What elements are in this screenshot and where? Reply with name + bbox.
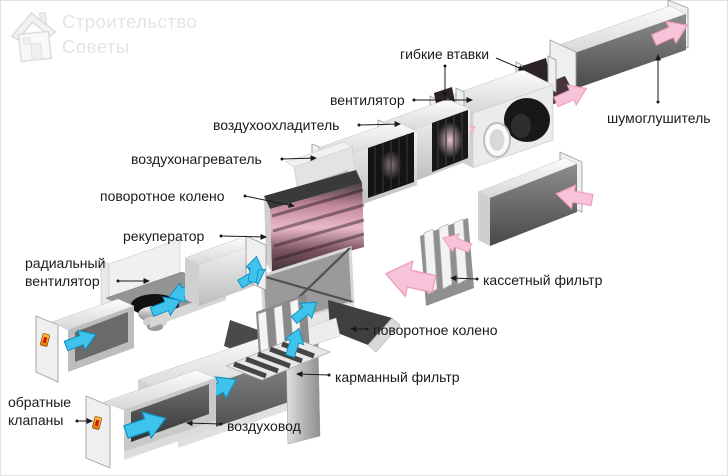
label-recuperator: рекуператор	[123, 228, 205, 244]
mid-duct-end-face	[185, 258, 199, 306]
insert-flange	[547, 55, 557, 93]
heater-grille-slats	[374, 134, 408, 195]
leader-pocket-filter	[296, 371, 331, 378]
leader-cassette-filter	[450, 275, 479, 282]
leader-lines	[75, 54, 661, 427]
check-valve-duct-bottom	[85, 369, 217, 469]
label-air-cooler: воздухоохладитель	[213, 117, 339, 133]
label-air-heater: воздухонагреватель	[131, 151, 262, 167]
label-rotary-elbow-top: поворотное колено	[100, 188, 225, 204]
air-duct-lip	[178, 392, 318, 448]
leader-rotary-elbow-top	[243, 194, 295, 208]
cassette-filter-unit	[381, 218, 474, 306]
leader-recuperator	[219, 233, 267, 240]
label-air-duct: воздуховод	[227, 418, 301, 434]
label-radial-fan-line1: радиальный	[25, 255, 105, 271]
labels: гибкие втавки вентилятор воздухоохладите…	[8, 46, 711, 434]
pocket-filter-unit	[197, 294, 332, 408]
fan-wheel-hub	[511, 114, 531, 138]
silencer-unit	[549, 0, 693, 95]
riser-duct	[285, 317, 341, 445]
label-pocket-filter: карманный фильтр	[335, 369, 460, 385]
check-valve-flange	[85, 395, 111, 469]
pocket-filter-bags	[233, 341, 315, 379]
leader-flexible-inserts-2	[495, 57, 525, 71]
label-fan: вентилятор	[330, 92, 405, 108]
check-valve-duct-mid	[35, 298, 135, 383]
cooler-grille-slats	[437, 113, 463, 168]
label-check-valves-line1: обратные	[8, 394, 71, 410]
label-silencer: шумоглушитель	[607, 110, 711, 126]
leader-air-duct	[186, 420, 223, 427]
leader-air-cooler	[357, 121, 401, 128]
rotary-elbow-bottom-unit	[328, 300, 401, 353]
exhaust-duct-end-face	[478, 192, 490, 246]
logo-title-line1: Строительство	[62, 11, 197, 32]
logo: Строительство Советы	[10, 11, 197, 63]
exhaust-duct-front-face	[490, 164, 577, 246]
check-valve-marker	[92, 416, 102, 430]
elbow-bottom-dark	[328, 300, 392, 345]
mid-duct-front-face	[199, 245, 254, 306]
recuperator-core-slats	[271, 188, 365, 262]
label-radial-fan-line2: вентилятор	[25, 273, 100, 289]
check-valve-marker	[40, 333, 50, 347]
label-cassette-filter: кассетный фильтр	[483, 272, 603, 288]
check-valve-duct-lip	[124, 420, 216, 460]
label-flexible-inserts: гибкие втавки	[400, 46, 489, 62]
fan-port-inner	[489, 129, 505, 151]
exhaust-inlet-duct	[477, 151, 595, 246]
check-valve-flange	[35, 315, 59, 383]
label-check-valves-line2: клапаны	[8, 412, 63, 428]
leader-air-heater	[280, 155, 317, 162]
mid-supply-ducts	[147, 235, 271, 322]
cooler-glow	[437, 122, 463, 158]
logo-title-line2: Советы	[62, 36, 130, 57]
check-valve-duct-interior	[75, 312, 128, 362]
label-rotary-elbow-bottom: поворотное колено	[373, 322, 498, 338]
elbow-bottom-light	[367, 317, 401, 353]
logo-house-icon	[10, 12, 57, 63]
